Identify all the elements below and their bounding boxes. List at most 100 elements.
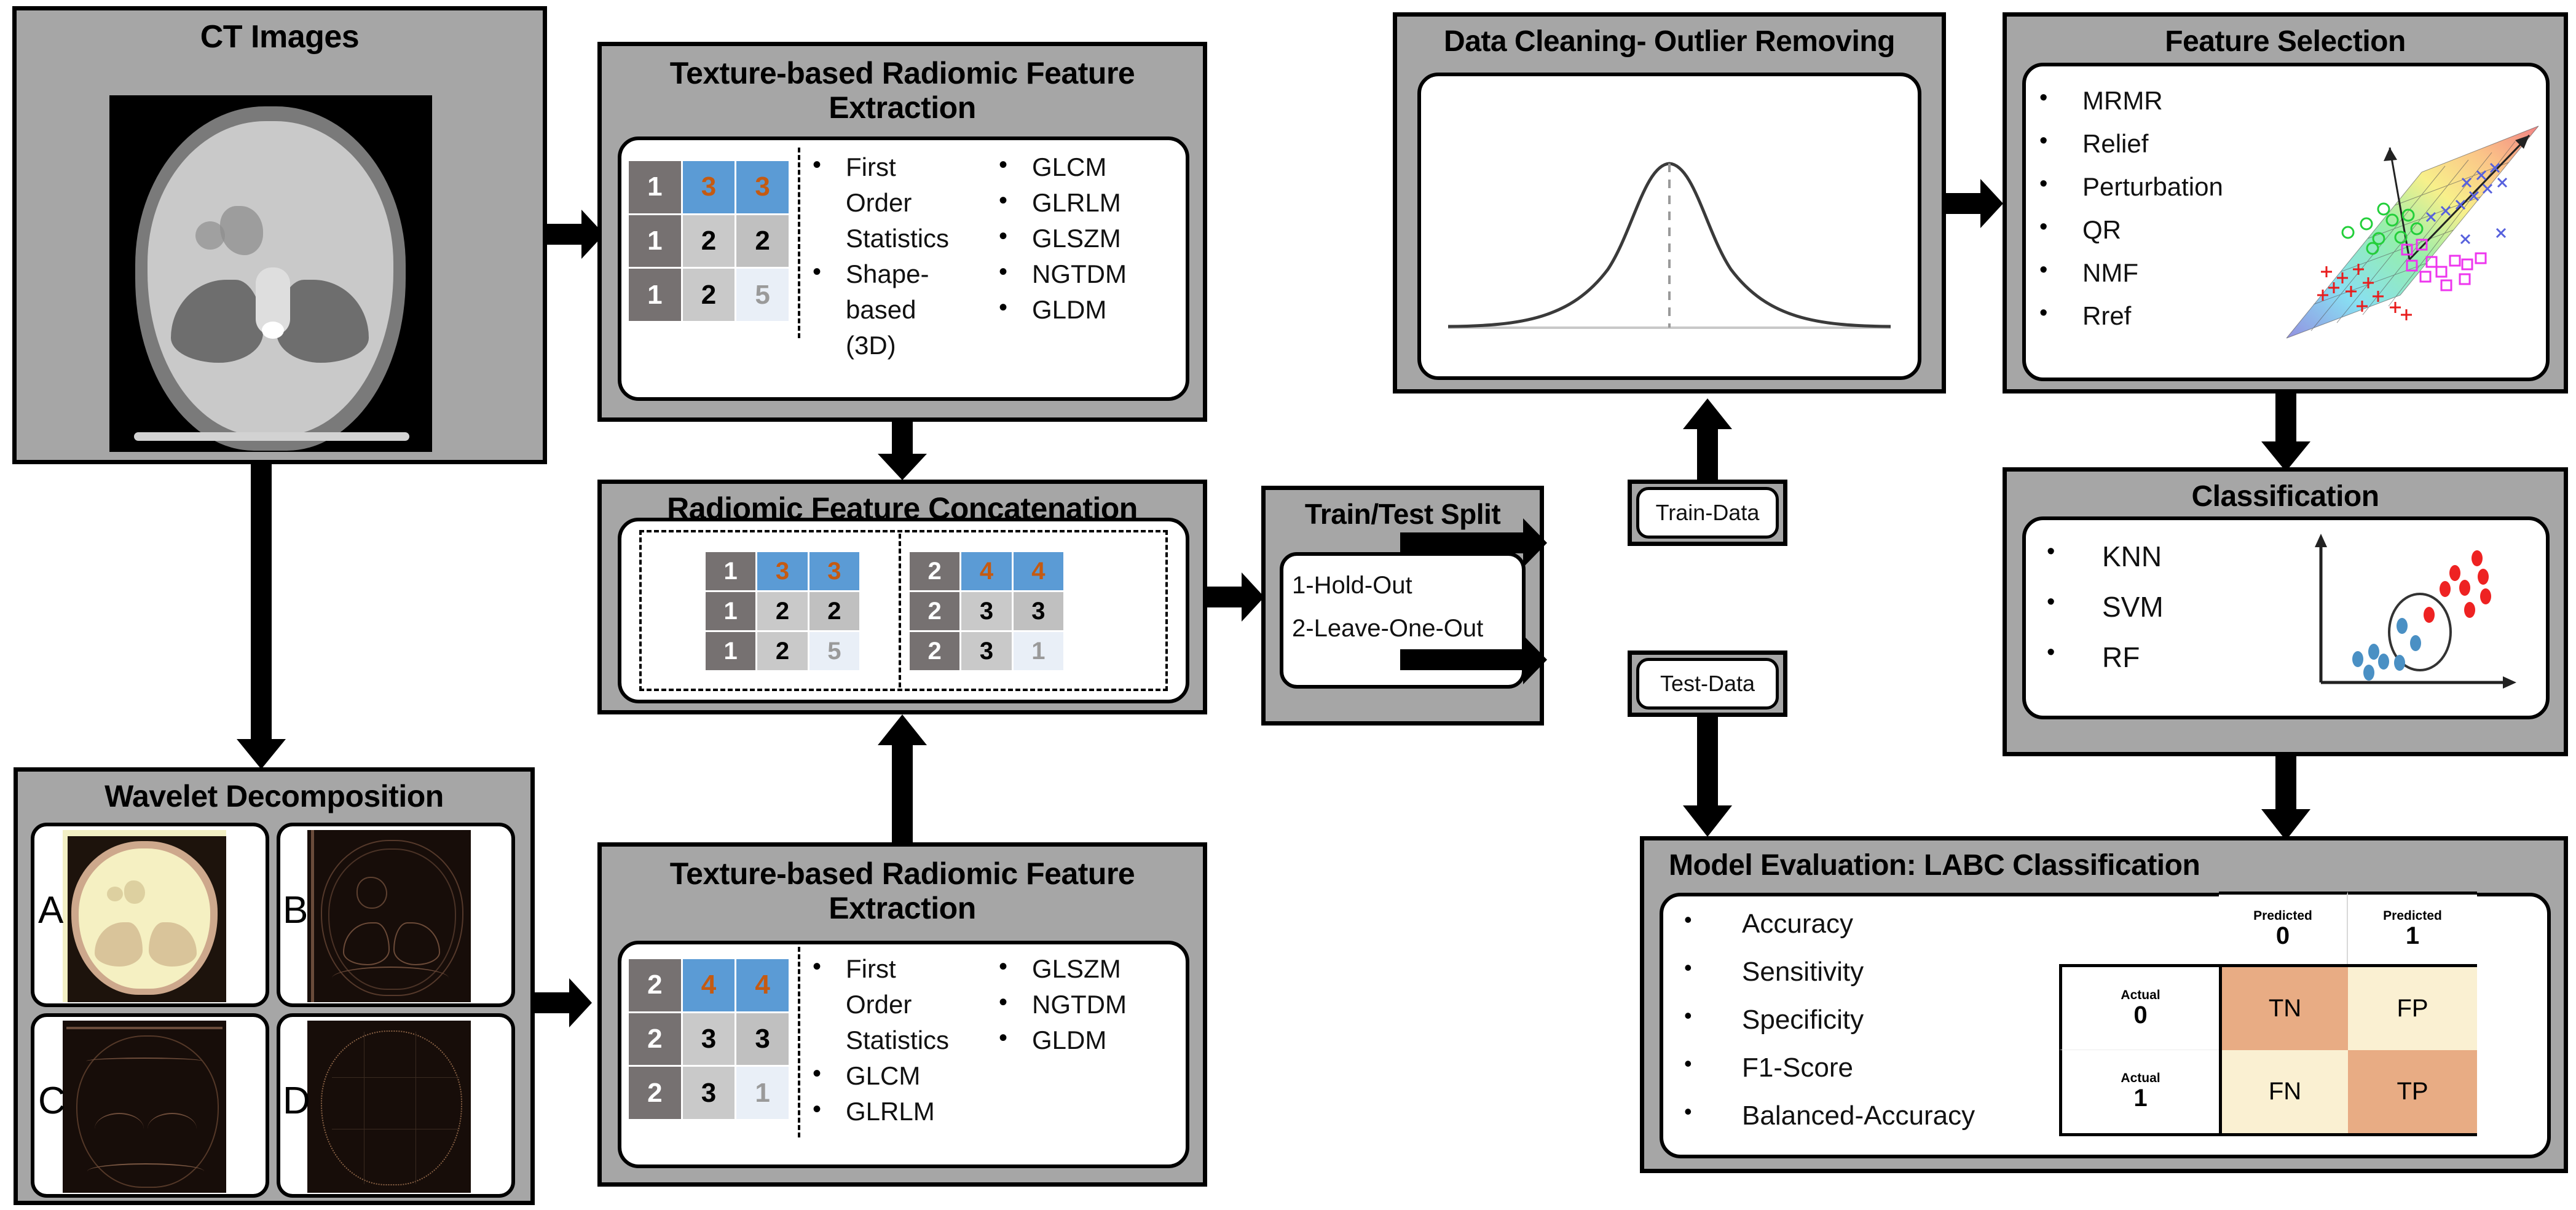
- wavelet-subband-image-b: [307, 830, 471, 1002]
- confusion-header-predicted-1: Predicted 1: [2348, 892, 2477, 964]
- matrix-cell: 3: [1013, 592, 1063, 630]
- predicted-1-label: Predicted: [2383, 909, 2442, 923]
- arrow-classification-to-evaluation: [2259, 755, 2312, 841]
- matrix-concat-right: 2 4 4 2 3 3 2 3 1: [910, 552, 1063, 670]
- matrix-cell: 2: [910, 632, 960, 670]
- arrow-concat-to-split: [1206, 571, 1265, 623]
- texture-top-list-col1: •First Order Statistics •Shape- based (3…: [813, 151, 950, 360]
- matrix-cell: 1: [629, 269, 681, 321]
- list-item: Accuracy: [1742, 909, 1853, 939]
- matrix-cell: 1: [706, 592, 756, 630]
- list-item: GLDM: [1032, 295, 1107, 324]
- list-item: Relief: [2082, 129, 2149, 158]
- matrix-cell: 2: [629, 1067, 681, 1119]
- predicted-0-value: 0: [2275, 922, 2290, 949]
- matrix-cell: 3: [682, 1067, 735, 1119]
- matrix-original: 1 3 3 1 2 2 1 2 5: [629, 161, 789, 321]
- list-item: NGTDM: [1032, 259, 1127, 288]
- actual-1-label: Actual: [2121, 1071, 2160, 1085]
- texture-bottom-list-col2: •GLSZM •NGTDM •GLDM: [999, 953, 1127, 1054]
- arrow-texture-bottom-to-concat: [876, 714, 929, 844]
- classification-card: [2022, 516, 2550, 719]
- arrow-texture-top-to-concat: [876, 422, 929, 481]
- confusion-cell-tn: TN: [2219, 964, 2348, 1050]
- matrix-cell: 2: [629, 959, 681, 1011]
- matrix-cell: 1: [629, 161, 681, 213]
- matrix-cell: 2: [682, 215, 735, 267]
- arrow-data-cleaning-to-feature-selection: [1945, 177, 2004, 230]
- list-item: KNN: [2102, 540, 2162, 572]
- texture-bottom-list-col1: •First Order Statistics •GLCM •GLRLM: [813, 953, 950, 1126]
- arrow-wavelet-to-texture-bottom: [534, 976, 593, 1029]
- test-data-card[interactable]: Test-Data: [1636, 658, 1779, 710]
- matrix-cell: 3: [736, 1013, 789, 1066]
- train-data-card[interactable]: Train-Data: [1636, 487, 1779, 539]
- list-item: GLCM: [1032, 152, 1107, 181]
- list-item: RF: [2102, 641, 2140, 673]
- matrix-cell: 3: [736, 161, 789, 213]
- matrix-cell: 3: [757, 552, 808, 590]
- confusion-header-actual-0: Actual 0: [2059, 964, 2219, 1050]
- evaluation-title: Model Evaluation: LABC Classification: [1669, 849, 2200, 882]
- matrix-cell: 2: [629, 1013, 681, 1066]
- wavelet-label-c: C: [38, 1080, 66, 1122]
- arrow-ct-to-texture-top: [546, 208, 605, 261]
- list-item: QR: [2082, 215, 2121, 244]
- matrix-cell: 2: [757, 632, 808, 670]
- arrow-test-data-to-evaluation: [1681, 714, 1734, 837]
- split-option-leaveoneout: 2-Leave-One-Out: [1292, 615, 1484, 642]
- feature-selection-list: •MRMR •Relief •Perturbation •QR •NMF •Rr…: [2039, 85, 2223, 330]
- wavelet-subband-image-d: [307, 1021, 471, 1193]
- actual-0-label: Actual: [2121, 987, 2160, 1002]
- matrix-cell: 1: [706, 552, 756, 590]
- list-item: MRMR: [2082, 86, 2163, 115]
- list-item: (3D): [846, 331, 896, 360]
- list-item: Statistics: [846, 1026, 950, 1054]
- list-item: GLRLM: [846, 1097, 935, 1126]
- list-item: Order: [846, 188, 912, 217]
- test-data-label: Test-Data: [1660, 671, 1755, 696]
- split-option-holdout: 1-Hold-Out: [1292, 572, 1412, 599]
- matrix-cell: 2: [682, 269, 735, 321]
- matrix-cell: 2: [736, 215, 789, 267]
- matrix-cell: 1: [1013, 632, 1063, 670]
- normal-distribution-chart: [1430, 85, 1909, 368]
- matrix-cell: 4: [961, 552, 1012, 590]
- arrow-train-data-to-data-cleaning: [1681, 398, 1734, 482]
- confusion-header-actual-1: Actual 1: [2059, 1050, 2219, 1136]
- list-item: SVM: [2102, 591, 2164, 623]
- classification-title: Classification: [2191, 480, 2379, 513]
- matrix-cell: 3: [682, 161, 735, 213]
- list-item: NGTDM: [1032, 990, 1127, 1019]
- train-data-label: Train-Data: [1655, 500, 1760, 525]
- list-item: GLDM: [1032, 1026, 1107, 1054]
- evaluation-metrics-list: •Accuracy •Sensitivity •Specificity •F1-…: [1684, 907, 1975, 1131]
- ct-vessel-marks: [220, 206, 263, 255]
- matrix-cell: 5: [736, 269, 789, 321]
- manifold-scatter-plot: [2280, 92, 2545, 369]
- predicted-1-value: 1: [2405, 922, 2420, 949]
- matrix-cell: 3: [809, 552, 859, 590]
- split-title: Train/Test Split: [1304, 498, 1501, 530]
- matrix-cell: 4: [1013, 552, 1063, 590]
- arrow-split-to-train-data: [1400, 516, 1548, 569]
- confusion-cell-tp: TP: [2348, 1050, 2477, 1136]
- confusion-header-predicted-0: Predicted 0: [2219, 892, 2348, 964]
- wavelet-label-b: B: [283, 889, 309, 931]
- wavelet-title: Wavelet Decomposition: [104, 779, 444, 813]
- list-item: Rref: [2082, 301, 2132, 330]
- ct-table-strip: [134, 432, 409, 441]
- classification-list: •KNN •SVM •RF: [2047, 539, 2164, 673]
- wavelet-label-d: D: [283, 1080, 310, 1122]
- matrix-wavelet-features: 2 4 4 2 3 3 2 3 1: [629, 959, 789, 1119]
- matrix-cell: 1: [736, 1067, 789, 1119]
- texture-top-title: Texture-based Radiomic Feature Extractio…: [669, 56, 1135, 125]
- wavelet-label-a: A: [38, 889, 64, 931]
- matrix-cell: 2: [910, 552, 960, 590]
- concat-dashed-divider: [899, 534, 901, 687]
- matrix-dashed-divider-bottom: [798, 947, 800, 1137]
- list-item: GLSZM: [1032, 954, 1121, 983]
- matrix-dashed-divider-top: [798, 148, 800, 338]
- matrix-cell: 1: [629, 215, 681, 267]
